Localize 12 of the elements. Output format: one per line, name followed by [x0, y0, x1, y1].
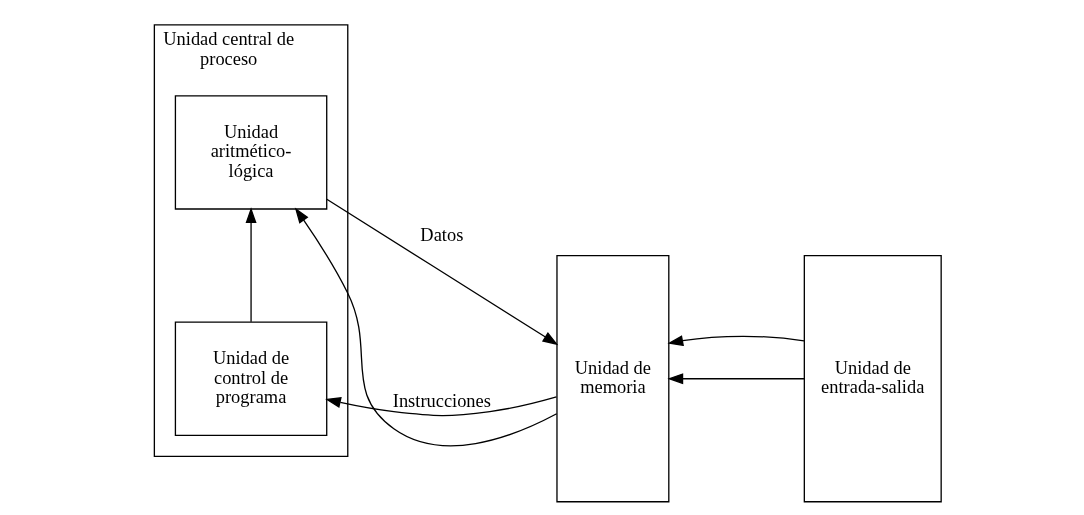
arrow: [245, 206, 257, 322]
node-box: Unidad aritmético-lógica: [174, 94, 327, 210]
node-box: Unidad de memoria: [555, 254, 669, 502]
arrow: [666, 372, 805, 384]
arrow: [294, 207, 557, 446]
arrow: [666, 334, 805, 346]
node-box: Unidad de control de programa: [174, 320, 327, 436]
edge-label: Instrucciones: [392, 390, 491, 411]
node-box: Unidad de entrada-salida: [803, 254, 942, 502]
arrow: [324, 395, 557, 416]
arrow: [325, 198, 558, 345]
edge-label: Datos: [419, 224, 463, 245]
